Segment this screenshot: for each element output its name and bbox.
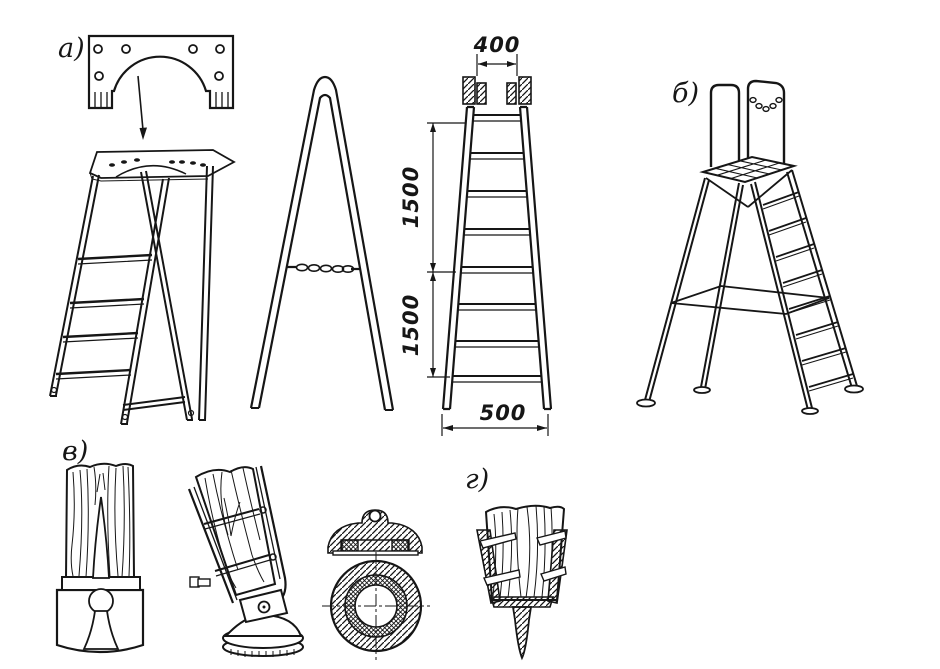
- figure-v-leg-tips-group: в): [55, 436, 430, 660]
- figure-a-stepladder-group: а): [49, 33, 553, 436]
- rubber-shoe-section-drawing: [55, 462, 145, 654]
- foot-section-and-plan-drawing: [322, 509, 430, 660]
- figure-g-spike-tip-group: г): [465, 464, 568, 661]
- platform-chain: [749, 96, 783, 113]
- stepladder-perspective-drawing: [49, 149, 236, 425]
- plate-holes-perspective: [109, 158, 206, 167]
- front-view-rungs: [452, 114, 542, 383]
- guard-rails: [709, 79, 786, 171]
- platform-ladder-legs: [636, 169, 864, 415]
- dimension-section-heights: 1500 1500: [399, 122, 466, 378]
- figure-b-platform-ladder-group: б): [636, 78, 864, 415]
- dim-bottom-width: 500: [480, 401, 527, 425]
- platform-ladder-steps: [762, 191, 854, 392]
- spike-tip-drawing: [476, 504, 568, 661]
- dim-upper-height: 1500: [399, 166, 423, 228]
- label-a: а): [58, 33, 85, 64]
- dimension-top-width: 400: [473, 33, 521, 76]
- dim-lower-height: 1500: [399, 294, 423, 356]
- label-b: б): [672, 78, 699, 109]
- label-v: в): [62, 436, 88, 467]
- top-plate-detail-drawing: [87, 34, 235, 110]
- stepladder-side-view-drawing: [249, 75, 395, 411]
- plate-holes: [93, 44, 225, 81]
- stepladder-rungs: [55, 253, 153, 380]
- dim-top-width: 400: [473, 33, 521, 57]
- chain: [287, 263, 360, 273]
- stepladder-front-view-drawing: 400 1500 1500 500: [399, 33, 553, 436]
- label-g: г): [465, 464, 489, 495]
- center-lines: [322, 552, 430, 660]
- bottom-brace: [122, 396, 186, 411]
- tie-brace-frame: [670, 285, 830, 315]
- platform-grate: [699, 155, 798, 184]
- swivel-foot-drawing: [187, 465, 304, 657]
- dimension-bottom-width: 500: [441, 401, 549, 436]
- pointer-arrow: [137, 75, 147, 140]
